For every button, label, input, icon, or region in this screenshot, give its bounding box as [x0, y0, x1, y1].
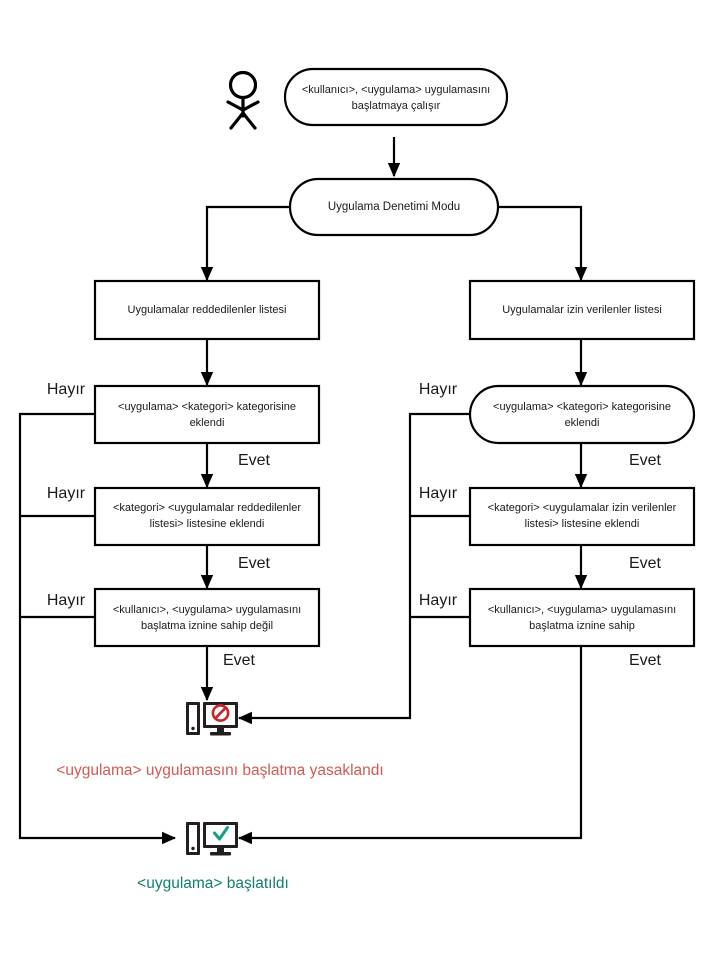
- edge-right-permission-yes: [237, 646, 583, 845]
- node-right-category-check[interactable]: <uygulama> <kategori> kategorisine eklen…: [468, 384, 696, 445]
- node-right-permission-check[interactable]: <kullanıcı>, <uygulama> uygulamasını baş…: [468, 587, 696, 648]
- computer-allowed-icon: [186, 822, 238, 856]
- node-right-list-check[interactable]: <kategori> <uygulamalar izin verilenler …: [468, 486, 696, 547]
- edge-right-no-bus: [237, 412, 470, 725]
- node-denylist-label: Uygulamalar reddedilenler listesi: [128, 304, 287, 316]
- edge-label-right-yes-1: Evet: [629, 452, 662, 469]
- node-left-category-check[interactable]: <uygulama> <kategori> kategorisine eklen…: [93, 384, 321, 445]
- edge-label-left-no-3: Hayır: [47, 592, 86, 609]
- edge-label-left-yes-1: Evet: [238, 452, 271, 469]
- node-right-list-line1: <kategori> <uygulamalar izin verilenler: [488, 502, 677, 514]
- node-right-category-line2: eklendi: [565, 417, 600, 429]
- computer-blocked-icon: [186, 702, 238, 736]
- edge-label-left-yes-2: Evet: [238, 555, 271, 572]
- edge-left-no-bus: [18, 412, 177, 845]
- node-start[interactable]: <kullanıcı>, <uygulama> uygulamasını baş…: [283, 67, 509, 127]
- caption-denied: <uygulama> uygulamasını başlatma yasakla…: [56, 762, 383, 779]
- edge-label-right-no-1: Hayır: [419, 381, 458, 398]
- node-right-category-line1: <uygulama> <kategori> kategorisine: [493, 401, 671, 413]
- node-left-category-line1: <uygulama> <kategori> kategorisine: [118, 401, 296, 413]
- edge-label-right-yes-3: Evet: [629, 652, 662, 669]
- node-allowlist-label: Uygulamalar izin verilenler listesi: [502, 304, 662, 316]
- node-right-list-line2: listesi> listesine eklendi: [525, 518, 640, 530]
- edge-label-left-no-2: Hayır: [47, 485, 86, 502]
- node-control-mode[interactable]: Uygulama Denetimi Modu: [288, 177, 500, 237]
- node-control-mode-label: Uygulama Denetimi Modu: [328, 201, 460, 213]
- node-start-line1: <kullanıcı>, <uygulama> uygulamasını: [302, 84, 490, 96]
- node-left-permission-line1: <kullanıcı>, <uygulama> uygulamasını: [113, 604, 301, 616]
- edge-label-left-yes-3: Evet: [223, 652, 256, 669]
- node-denied-applications-list[interactable]: Uygulamalar reddedilenler listesi: [93, 279, 321, 341]
- node-left-permission-check[interactable]: <kullanıcı>, <uygulama> uygulamasını baş…: [93, 587, 321, 648]
- edge-label-right-no-2: Hayır: [419, 485, 458, 502]
- node-left-list-check[interactable]: <kategori> <uygulamalar reddedilenler li…: [93, 486, 321, 547]
- edge-mode-to-denylist: [200, 205, 290, 282]
- edge-mode-to-allowlist: [498, 205, 588, 282]
- node-allowed-applications-list[interactable]: Uygulamalar izin verilenler listesi: [468, 279, 696, 341]
- edge-label-right-no-3: Hayır: [419, 592, 458, 609]
- node-left-permission-line2: başlatma iznine sahip değil: [141, 620, 273, 632]
- user-actor-icon: [226, 70, 260, 130]
- node-left-list-line1: <kategori> <uygulamalar reddedilenler: [113, 502, 301, 514]
- node-left-category-line2: eklendi: [190, 417, 225, 429]
- edge-label-left-no-1: Hayır: [47, 381, 86, 398]
- node-right-permission-line1: <kullanıcı>, <uygulama> uygulamasını: [488, 604, 676, 616]
- edge-label-right-yes-2: Evet: [629, 555, 662, 572]
- node-left-list-line2: listesi> listesine eklendi: [150, 518, 265, 530]
- caption-allowed: <uygulama> başlatıldı: [137, 875, 289, 892]
- node-start-line2: başlatmaya çalışır: [352, 100, 441, 112]
- node-right-permission-line2: başlatma iznine sahip: [529, 620, 635, 632]
